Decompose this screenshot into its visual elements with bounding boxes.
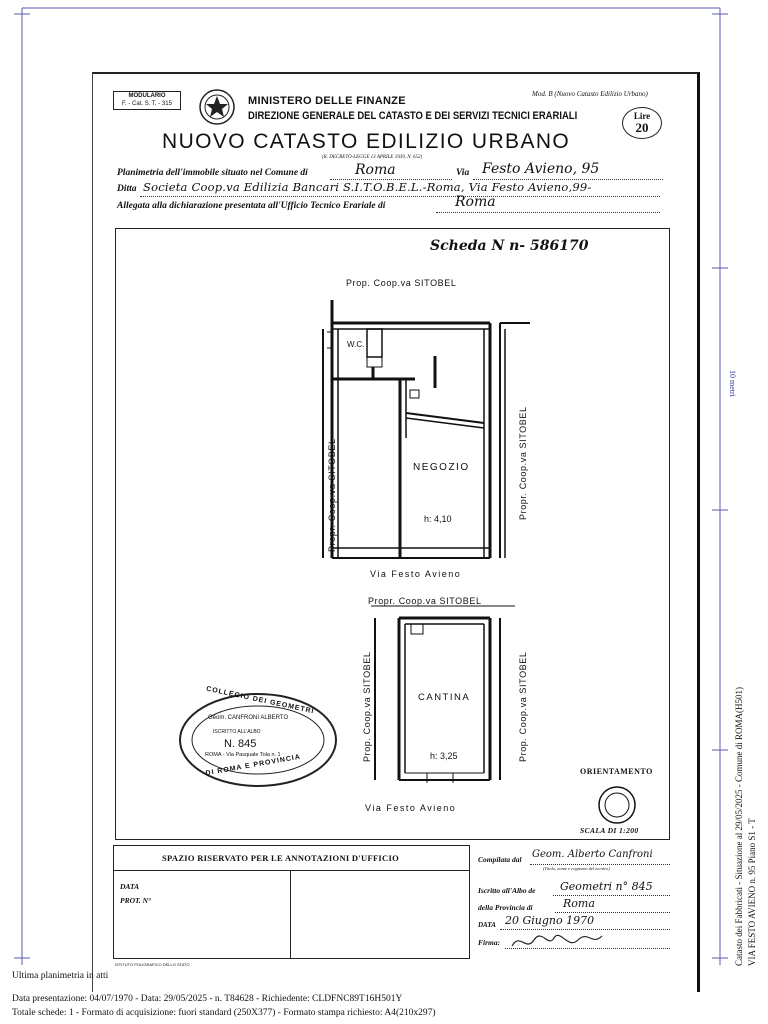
allegata-underline [436,212,660,213]
seal-address: ROMA - Via Pasquale Tola n. 1 [205,752,281,758]
compilata-value: Geom. Alberto Canfroni [532,849,653,860]
scheda-number: Scheda N n- 586170 [430,238,589,254]
date-label: DATA [478,921,496,929]
signature-mark [511,934,603,947]
prop-left-label: Propr. Coop.va SITOBEL [327,438,337,552]
prop-right-label: Propr. Coop.va SITOBEL [518,406,528,520]
model-b-label: Mod. B (Nuovo Catasto Edilizio Urbano) [532,90,648,98]
cantina-walls [371,605,515,783]
via-label: Via [456,168,470,178]
compilata-underline [530,864,670,865]
seal-number: N. 845 [224,738,257,750]
negozio-walls [322,300,530,559]
negozio-height: h: 4,10 [424,514,452,524]
provincia-underline [555,912,670,913]
reserved-center-divider [290,870,291,959]
decree-reference: (R. DECRETO-LEGGE 13 APRILE 1939, N. 652… [322,155,423,160]
cantina-height: h: 3,25 [430,751,458,761]
compilata-label: Compilata dal [478,855,522,864]
revenue-stamp: Lire 20 [622,107,662,139]
footer-format: Totale schede: 1 - Formato di acquisizio… [12,1008,436,1018]
modulario-box: MODULARIO F. - Cat. S. T. - 315 [113,91,181,110]
date-value: 20 Giugno 1970 [505,914,595,927]
ministry-name: MINISTERO DELLE FINANZE [248,95,406,107]
comune-underline [330,179,452,180]
modulario-label: MODULARIO [128,93,166,99]
side-caption-line2: VIA FESTO AVIENO n. 95 Piano S1 - T [747,818,757,966]
prop-cantina-top-label: Propr. Coop.va SITOBEL [368,596,482,606]
seal-name: Geom. CANFRONI ALBERTO [208,715,289,721]
planimetria-label: Planimetria dell'immobile situato nel Co… [117,168,308,178]
compass-icon [598,786,636,824]
allegata-label: Allegata alla dichiarazione presentata a… [117,201,386,211]
plan-frame [115,228,670,840]
orientation-label: ORIENTAMENTO [580,767,653,776]
side-caption-line1: Catasto dei Fabbricati - Situazione al 2… [734,687,744,966]
street-label-basement: Via Festo Avieno [365,803,457,813]
page-title: NUOVO CATASTO EDILIZIO URBANO [162,130,571,153]
reserved-title-divider [113,870,470,871]
seal-iscritto: ISCRITTO ALL'ALBO [213,729,261,735]
prop-cantina-right-label: Prop. Coop.va SITOBEL [518,651,528,762]
iscritto-value: Geometri n° 845 [560,880,653,893]
compilata-note: (Titolo, nome e cognome del tecnico) [543,866,610,871]
scale-bar-label: 10 metri [728,370,737,397]
street-label-ground: Via Festo Avieno [370,569,462,579]
cadastral-sheet [92,72,700,992]
scale-label: SCALA DI 1:200 [580,826,639,835]
reserved-box [113,845,470,959]
iscritto-underline [553,895,670,896]
provincia-label: della Provincia di [478,903,533,912]
stamp-value: 20 [635,120,649,135]
floor-plan [179,300,636,824]
republic-emblem-icon [199,89,235,125]
direction-name: DIREZIONE GENERALE DEL CATASTO E DEI SER… [248,110,578,122]
geometri-seal-icon [179,693,337,787]
ditta-label: Ditta [117,184,137,194]
office-prot-label: PROT. N° [120,896,152,905]
signature-label: Firma: [478,938,501,947]
provincia-value: Roma [563,897,595,910]
wc-label: W.C. [347,340,365,349]
footer-submission: Data presentazione: 04/07/1970 - Data: 2… [12,994,403,1004]
allegata-value: Roma [455,194,496,210]
reserved-title: SPAZIO RISERVATO PER LE ANNOTAZIONI D'UF… [162,853,399,863]
comune-value: Roma [355,162,396,178]
via-value: Festo Avieno, 95 [482,161,600,177]
iscritto-label: Iscritto all'Albo de [478,886,536,895]
ditta-value: Societa Coop.va Edilizia Bancari S.I.T.O… [143,180,592,194]
prop-cantina-left-label: Prop. Coop.va SITOBEL [362,651,372,762]
date-underline [500,929,670,930]
signature-underline [505,948,670,949]
negozio-label: NEGOZIO [413,462,470,473]
office-date-label: DATA [120,882,140,891]
via-underline [473,179,663,180]
prop-top-label: Prop. Coop.va SITOBEL [346,278,457,288]
ditta-underline [140,196,660,197]
footer-last-plan: Ultima planimetria in atti [12,971,109,981]
modulario-code: F. - Cat. S. T. - 315 [122,101,172,107]
printer-credit: ISTITUTO POLIGRAFICO DELLO STATO [115,962,190,967]
cantina-label: CANTINA [418,692,471,703]
stamp-currency: Lire [633,111,651,121]
